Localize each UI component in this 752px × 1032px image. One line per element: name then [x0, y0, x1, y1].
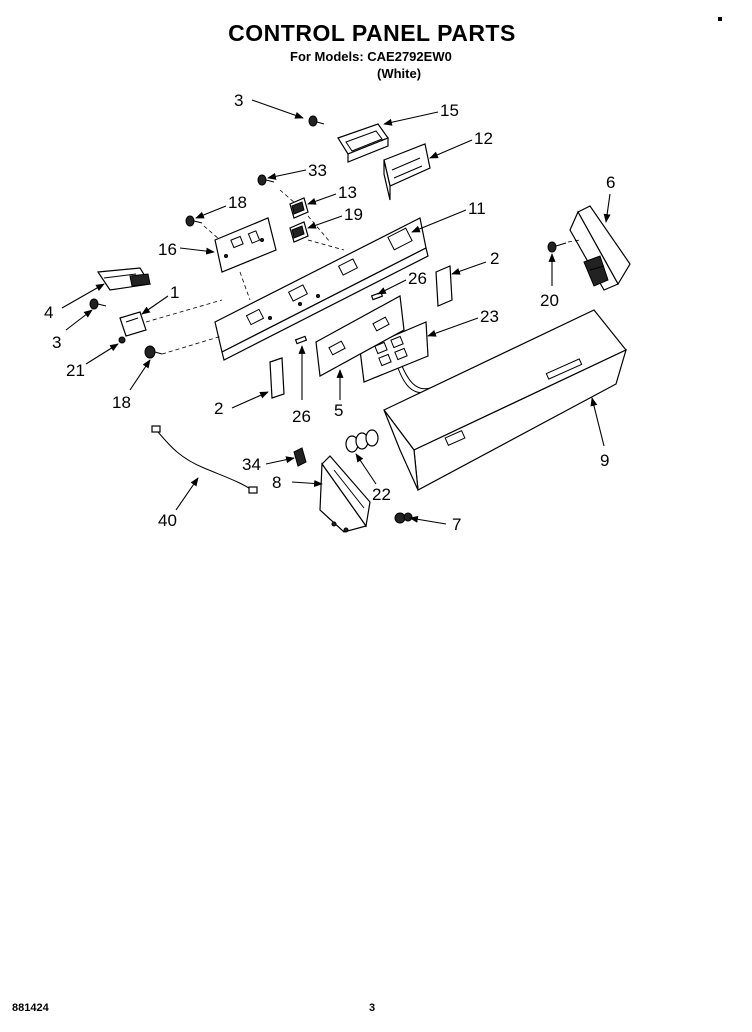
part-3-screw-top[interactable]	[308, 115, 325, 127]
callout-23: 23	[480, 307, 499, 326]
color-variant: (White)	[377, 66, 422, 81]
page-number: 3	[369, 1002, 376, 1014]
callout-4: 4	[44, 303, 53, 322]
callout-20: 20	[540, 291, 559, 310]
part-20-screw[interactable]	[547, 241, 567, 253]
part-9-console[interactable]	[383, 309, 627, 491]
callout-26: 26	[408, 269, 427, 288]
part-1-bracket-small[interactable]	[119, 311, 147, 337]
assembly-guide-lines	[145, 189, 581, 355]
part-5-overlay[interactable]	[315, 295, 405, 377]
part-11-panel-bracket[interactable]	[214, 217, 429, 361]
part-15-bezel[interactable]	[337, 123, 389, 163]
part-13-switch[interactable]	[289, 197, 309, 219]
callout-18: 18	[112, 393, 131, 412]
part-22-switch[interactable]	[345, 429, 379, 453]
part-18-screw-lower[interactable]	[144, 345, 163, 359]
callout-6: 6	[606, 173, 615, 192]
part-18-screw-upper[interactable]	[185, 215, 203, 227]
callout-16: 16	[158, 240, 177, 259]
part-6-end-cap[interactable]	[569, 205, 631, 291]
part-23-membrane-switch[interactable]	[359, 321, 443, 394]
callout-21: 21	[66, 361, 85, 380]
callout-15: 15	[440, 101, 459, 120]
part-4-latch[interactable]	[96, 267, 151, 291]
callout-3: 3	[234, 91, 243, 110]
part-16-circuit-board[interactable]	[214, 217, 277, 273]
part-8-end-cap[interactable]	[319, 455, 371, 533]
part-7-screw[interactable]	[394, 512, 413, 524]
page-title: CONTROL PANEL PARTS	[228, 20, 516, 46]
corner-mark	[718, 17, 722, 21]
leader-lines	[61, 99, 611, 525]
callout-18: 18	[228, 193, 247, 212]
callout-2: 2	[490, 249, 499, 268]
callout-7: 7	[452, 515, 461, 534]
callout-3: 3	[52, 333, 61, 352]
model-subtitle: For Models: CAE2792EW0	[290, 49, 452, 64]
callout-26: 26	[292, 407, 311, 426]
part-21-screw[interactable]	[118, 336, 126, 344]
callout-2: 2	[214, 399, 223, 418]
callout-34: 34	[242, 455, 261, 474]
callout-13: 13	[338, 183, 357, 202]
part-26-pin-lower[interactable]	[294, 335, 308, 345]
part-19-switch[interactable]	[289, 221, 309, 243]
diagram-code: 881424	[12, 1002, 49, 1014]
callout-labels: 3 15 12 33 13 18 19 11 6 16 26 2 4 1 20 …	[44, 91, 615, 534]
callout-5: 5	[334, 401, 343, 420]
callout-12: 12	[474, 129, 493, 148]
part-2-label-upper[interactable]	[435, 265, 453, 307]
part-26-pin-upper[interactable]	[370, 291, 384, 301]
callout-1: 1	[170, 283, 179, 302]
callout-22: 22	[372, 485, 391, 504]
callout-19: 19	[344, 205, 363, 224]
part-12-bracket[interactable]	[383, 143, 431, 201]
callout-33: 33	[308, 161, 327, 180]
callout-11: 11	[468, 199, 486, 218]
part-34-clip[interactable]	[293, 447, 307, 467]
part-33-screw[interactable]	[257, 174, 275, 186]
callout-8: 8	[272, 473, 281, 492]
part-3-screw-lower[interactable]	[89, 298, 107, 310]
callout-40: 40	[158, 511, 177, 530]
callout-9: 9	[600, 451, 609, 470]
part-2-label-lower[interactable]	[269, 357, 285, 399]
part-40-wire-harness[interactable]	[151, 425, 258, 494]
